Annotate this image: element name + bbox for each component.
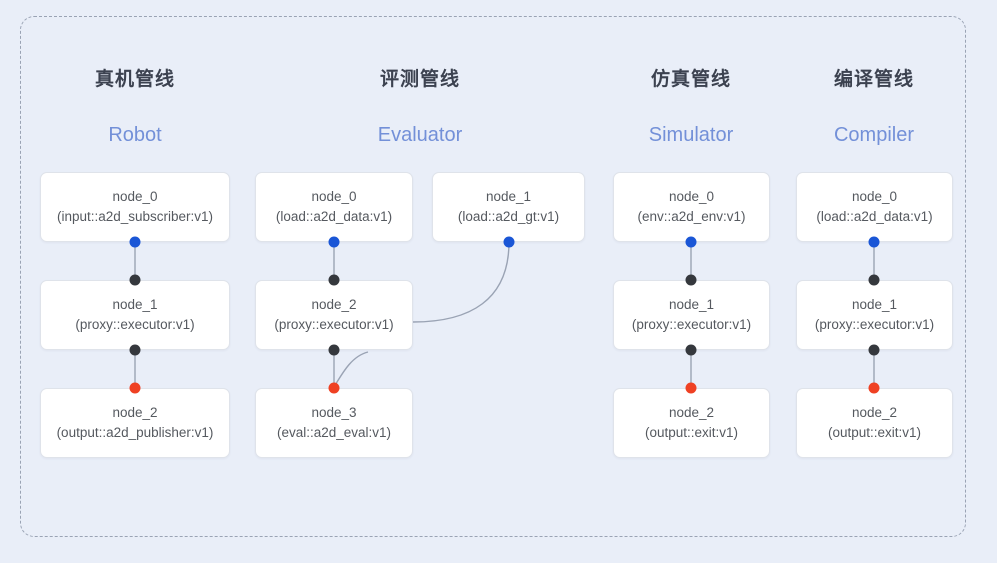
column-title-en-compiler: Compiler xyxy=(833,124,915,146)
node-robot-node-0[interactable]: node_0 (input::a2d_subscriber:v1) xyxy=(40,172,230,242)
node-comp-node-2[interactable]: node_2 (output::exit:v1) xyxy=(796,388,953,458)
node-comp-node-0[interactable]: node_0 (load::a2d_data:v1) xyxy=(796,172,953,242)
node-sim-node-1[interactable]: node_1 (proxy::executor:v1) xyxy=(613,280,770,350)
node-eval-node-3[interactable]: node_3 (eval::a2d_eval:v1) xyxy=(255,388,413,458)
node-name: node_2 xyxy=(668,405,715,420)
port-comp-node-1-input[interactable] xyxy=(868,274,880,286)
node-comp-node-1[interactable]: node_1 (proxy::executor:v1) xyxy=(796,280,953,350)
port-eval-node-1-output[interactable] xyxy=(503,236,515,248)
node-name: node_0 xyxy=(851,189,898,204)
node-type: (load::a2d_data:v1) xyxy=(275,209,393,224)
node-eval-node-0[interactable]: node_0 (load::a2d_data:v1) xyxy=(255,172,413,242)
node-robot-node-2[interactable]: node_2 (output::a2d_publisher:v1) xyxy=(40,388,230,458)
node-robot-node-1[interactable]: node_1 (proxy::executor:v1) xyxy=(40,280,230,350)
node-type: (proxy::executor:v1) xyxy=(631,317,752,332)
node-type: (proxy::executor:v1) xyxy=(814,317,935,332)
pipeline-group-frame xyxy=(20,16,966,537)
column-title-cn-simulator: 仿真管线 xyxy=(650,69,731,90)
node-sim-node-0[interactable]: node_0 (env::a2d_env:v1) xyxy=(613,172,770,242)
node-sim-node-2[interactable]: node_2 (output::exit:v1) xyxy=(613,388,770,458)
column-title-cn-robot: 真机管线 xyxy=(94,69,175,90)
node-name: node_3 xyxy=(311,405,357,420)
port-eval-node-3-input[interactable] xyxy=(328,382,340,394)
node-type: (proxy::executor:v1) xyxy=(75,317,195,332)
column-title-en-robot: Robot xyxy=(108,124,162,146)
node-name: node_1 xyxy=(851,297,898,312)
node-type: (load::a2d_gt:v1) xyxy=(457,209,560,224)
node-type: (output::exit:v1) xyxy=(827,425,922,440)
node-type: (env::a2d_env:v1) xyxy=(637,209,746,224)
column-title-cn-compiler: 编译管线 xyxy=(833,69,914,90)
port-sim-node-1-input[interactable] xyxy=(685,274,697,286)
port-sim-node-2-input[interactable] xyxy=(685,382,697,394)
node-eval-node-1[interactable]: node_1 (load::a2d_gt:v1) xyxy=(432,172,585,242)
node-name: node_1 xyxy=(668,297,715,312)
node-type: (output::exit:v1) xyxy=(644,425,739,440)
port-robot-node-2-input[interactable] xyxy=(129,382,141,394)
port-robot-node-1-output[interactable] xyxy=(129,344,141,356)
port-eval-node-0-output[interactable] xyxy=(328,236,340,248)
port-robot-node-1-input[interactable] xyxy=(129,274,141,286)
node-type: (input::a2d_subscriber:v1) xyxy=(56,209,214,224)
port-robot-node-0-output[interactable] xyxy=(129,236,141,248)
port-comp-node-1-output[interactable] xyxy=(868,344,880,356)
node-name: node_2 xyxy=(112,405,158,420)
node-name: node_1 xyxy=(112,297,158,312)
node-eval-node-2[interactable]: node_2 (proxy::executor:v1) xyxy=(255,280,413,350)
node-type: (proxy::executor:v1) xyxy=(274,317,394,332)
node-name: node_0 xyxy=(668,189,715,204)
column-title-en-evaluator: Evaluator xyxy=(377,124,463,146)
node-name: node_0 xyxy=(311,189,357,204)
node-type: (eval::a2d_eval:v1) xyxy=(276,425,392,440)
column-title-en-simulator: Simulator xyxy=(648,124,734,146)
node-name: node_2 xyxy=(311,297,357,312)
node-name: node_0 xyxy=(112,189,158,204)
port-comp-node-0-output[interactable] xyxy=(868,236,880,248)
port-eval-node-2-input[interactable] xyxy=(328,274,340,286)
column-title-cn-evaluator: 评测管线 xyxy=(379,69,460,90)
node-type: (output::a2d_publisher:v1) xyxy=(56,425,214,440)
port-sim-node-0-output[interactable] xyxy=(685,236,697,248)
node-name: node_2 xyxy=(851,405,898,420)
port-comp-node-2-input[interactable] xyxy=(868,382,880,394)
node-type: (load::a2d_data:v1) xyxy=(816,209,933,224)
port-sim-node-1-output[interactable] xyxy=(685,344,697,356)
port-eval-node-2-output[interactable] xyxy=(328,344,340,356)
node-name: node_1 xyxy=(485,189,532,204)
